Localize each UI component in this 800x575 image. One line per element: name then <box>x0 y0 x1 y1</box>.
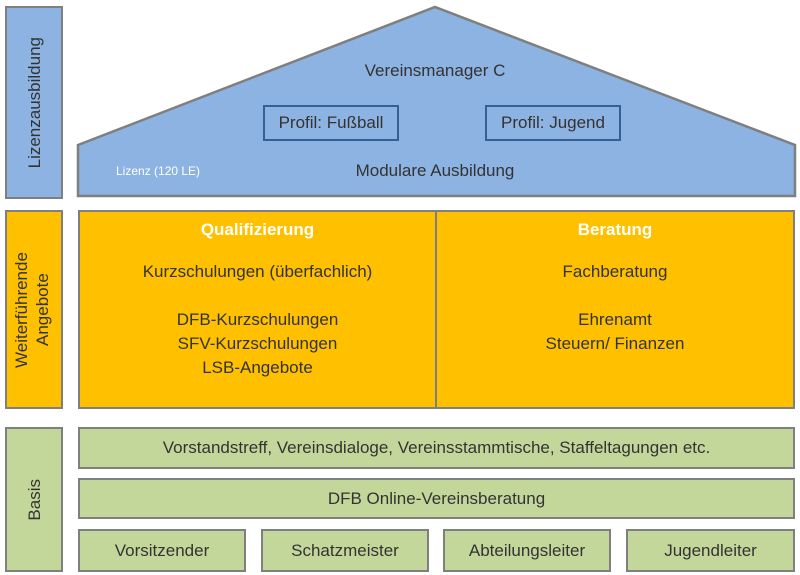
consulting-heading: Beratung <box>577 220 653 239</box>
house-roof <box>76 5 797 198</box>
role-box: Schatzmeister <box>261 529 429 572</box>
roof-title: Vereinsmanager C <box>364 61 506 80</box>
profile-youth: Profil: Jugend <box>485 105 621 141</box>
qualification-item: Kurzschulungen (überfachlich) <box>142 262 373 281</box>
basis-row-online: DFB Online-Vereinsberatung <box>78 478 795 519</box>
qualification-heading: Qualifizierung <box>200 220 315 239</box>
profile-football: Profil: Fußball <box>263 105 399 141</box>
consulting-item: Ehrenamt <box>578 310 652 329</box>
license-note: Lizenz (120 LE) <box>116 164 201 178</box>
consulting-panel: Beratung Fachberatung Ehrenamt Steuern/ … <box>435 210 795 409</box>
side-label-further: Weiterführende Angebote <box>5 210 63 409</box>
role-box: Jugendleiter <box>626 529 795 572</box>
side-label-further-text: Weiterführende Angebote <box>12 251 52 368</box>
side-label-license: Lizenzausbildung <box>5 6 63 199</box>
side-label-basis-text: Basis <box>24 478 44 521</box>
roof-subtitle: Modulare Ausbildung <box>355 161 515 180</box>
role-box: Abteilungsleiter <box>443 529 611 572</box>
basis-row-events: Vorstandstreff, Vereinsdialoge, Vereinss… <box>78 427 795 469</box>
consulting-item: Steuern/ Finanzen <box>545 334 685 353</box>
consulting-item: Fachberatung <box>562 262 668 281</box>
role-box: Vorsitzender <box>78 529 246 572</box>
qualification-item: SFV-Kurzschulungen <box>177 334 338 353</box>
qualification-panel: Qualifizierung Kurzschulungen (überfachl… <box>78 210 437 409</box>
side-label-basis: Basis <box>5 427 63 572</box>
qualification-item: DFB-Kurzschulungen <box>176 310 339 329</box>
qualification-item: LSB-Angebote <box>202 358 313 377</box>
